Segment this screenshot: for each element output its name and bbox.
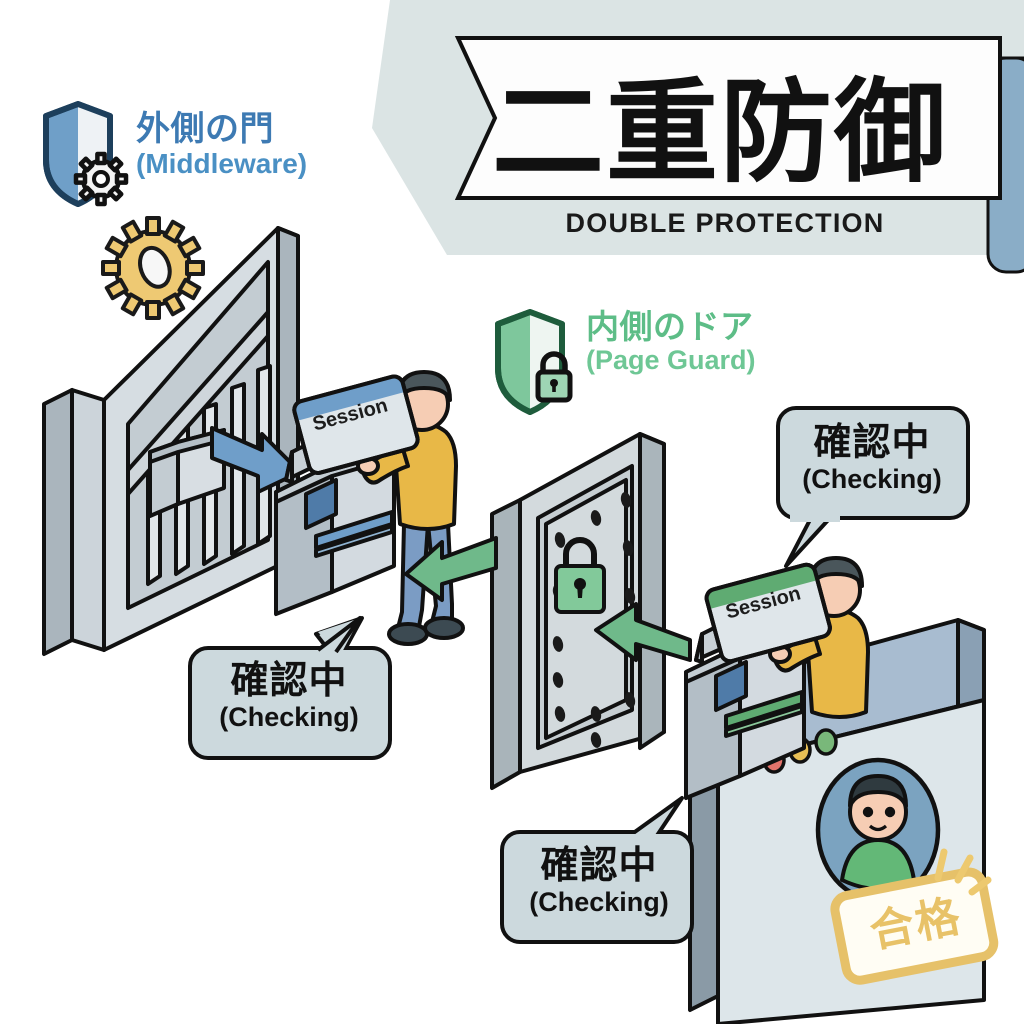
bubble-top-right-text: 確認中 (Checking) xyxy=(786,422,958,494)
shield-gear-icon xyxy=(43,101,129,207)
arrow-blue xyxy=(210,426,302,494)
bubble-left xyxy=(188,616,392,760)
stamp-sparkles xyxy=(934,848,992,896)
shield-lock-icon xyxy=(495,309,573,415)
bubble-left-jp: 確認中 xyxy=(230,658,348,702)
bubble-left-en: (Checking) xyxy=(219,702,359,733)
bubble-left-text: 確認中 (Checking) xyxy=(196,660,382,732)
bubble-bottom-jp: 確認中 xyxy=(540,843,658,887)
label-pageguard-en: (Page Guard) xyxy=(586,345,756,376)
traffic-dot-green xyxy=(814,728,838,756)
session-card-inner xyxy=(704,562,832,664)
label-pageguard: 内側のドア (Page Guard) xyxy=(586,308,756,376)
bubble-top-right-jp: 確認中 xyxy=(813,420,931,464)
bubble-bottom-text: 確認中 (Checking) xyxy=(508,845,690,917)
label-middleware-jp: 外側の門 xyxy=(136,110,274,148)
door-padlock-icon xyxy=(554,537,606,614)
bubble-top-right xyxy=(776,406,970,568)
session-card-outer xyxy=(292,374,420,475)
bubble-bottom xyxy=(500,796,694,944)
outer-barred-gate xyxy=(42,226,300,656)
gate-gear-icon xyxy=(101,216,205,320)
inner-vault-door xyxy=(490,432,666,790)
arrow-green-right xyxy=(594,602,692,662)
bubble-bottom-en: (Checking) xyxy=(529,887,669,918)
banner-ribbon xyxy=(454,36,1002,200)
bubble-top-right-en: (Checking) xyxy=(802,464,942,495)
label-pageguard-jp: 内側のドア xyxy=(586,308,754,345)
label-middleware: 外側の門 (Middleware) xyxy=(136,110,308,180)
banner-title-en: DOUBLE PROTECTION xyxy=(565,207,885,238)
label-middleware-en: (Middleware) xyxy=(136,148,308,180)
pass-stamp xyxy=(830,867,999,985)
banner-title-jp: 二重防御 xyxy=(492,68,948,198)
arrow-green-left xyxy=(404,536,498,602)
